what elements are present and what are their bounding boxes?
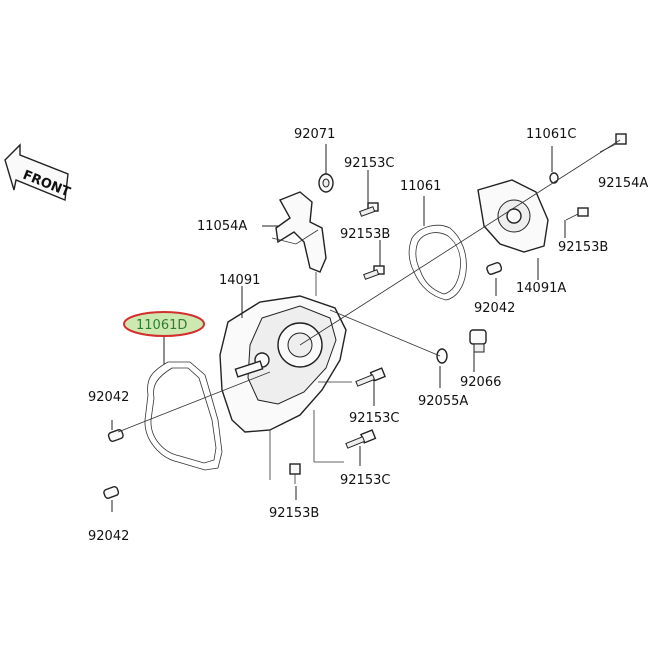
bolt-92153c-top [359,202,379,217]
label-92042-left: 92042 [88,390,129,405]
label-92071: 92071 [294,127,335,142]
cover-14091 [219,295,347,433]
label-11054a: 11054A [197,219,247,234]
label-14091a: 14091A [516,281,566,296]
label-92153c-top: 92153C [344,156,394,171]
plug-92066 [469,329,487,353]
bolt-92153c-low [345,429,377,449]
label-92042-right: 92042 [474,301,515,316]
label-92066: 92066 [460,375,501,390]
dowel-pin-92042-bottom [103,485,120,499]
label-92153c-mid: 92153C [349,411,399,426]
dowel-pin-92042-left [107,429,124,443]
gasket-11061 [408,224,467,301]
label-92153b-low: 92153B [269,506,319,521]
bolt-92154a [599,133,627,153]
cover-14091a [477,179,549,253]
dowel-pin-92042-right [486,261,503,275]
leader-lines [111,139,621,512]
label-92153b-right: 92153B [558,240,608,255]
o-ring-92055a [436,348,448,364]
label-11061d: 11061D [136,318,187,333]
front-arrow: FRONT [4,143,72,201]
label-92153c-low: 92153C [340,473,390,488]
label-11061c: 11061C [526,127,576,142]
gasket-11061d [144,361,223,471]
bearing-92071 [318,173,334,193]
label-11061: 11061 [400,179,441,194]
bolt-92153b-mid [363,265,385,280]
shift-arm-11054a [271,191,327,273]
label-92042-bottom: 92042 [88,529,129,544]
highlight-11061d [123,311,205,337]
bolt-92153b-low [289,463,301,484]
bolt-92153b-right [565,207,589,221]
label-92154a: 92154A [598,176,648,191]
label-92153b-mid: 92153B [340,227,390,242]
washer-11061c [549,172,559,184]
bolt-92153c-mid [355,367,386,387]
label-92055a: 92055A [418,394,468,409]
label-14091: 14091 [219,273,260,288]
